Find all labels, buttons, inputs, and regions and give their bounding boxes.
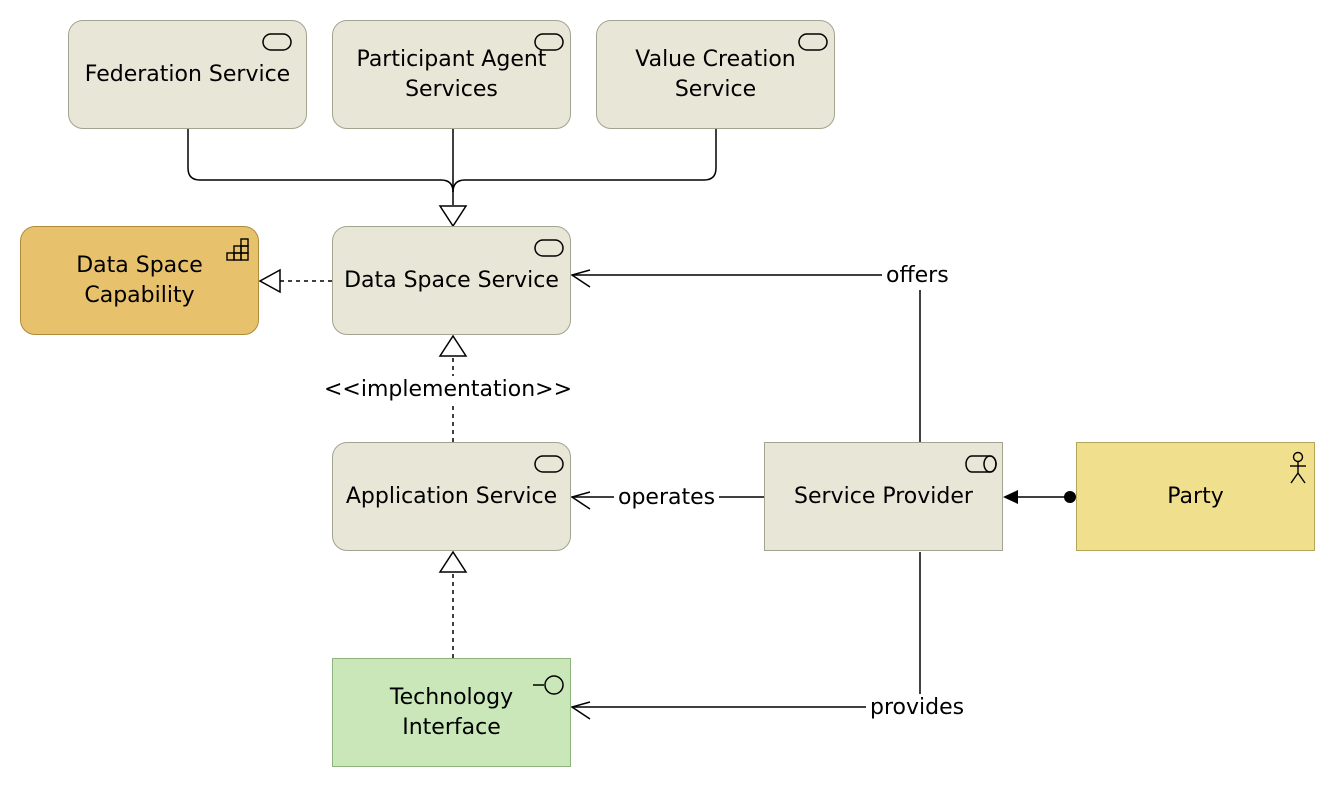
role-icon xyxy=(965,455,997,473)
node-label: Data Space Capability xyxy=(76,252,203,308)
party-node[interactable]: Party xyxy=(1076,442,1315,551)
node-label: Service Provider xyxy=(794,483,973,509)
provides-line xyxy=(572,552,921,708)
service-icon xyxy=(534,455,564,473)
operates-label: operates xyxy=(614,484,720,512)
application-service-node[interactable]: Application Service xyxy=(332,442,571,551)
service-icon xyxy=(534,33,564,51)
node-label: Party xyxy=(1167,483,1224,509)
specialization-line-value-creation xyxy=(452,128,717,193)
realization-arrowhead-capability xyxy=(258,268,281,294)
node-label: Value Creation Service xyxy=(635,46,796,102)
service-icon xyxy=(262,33,292,51)
actor-icon xyxy=(1290,451,1306,484)
service-icon xyxy=(798,33,828,51)
operates-arrow xyxy=(570,491,591,510)
participant-agent-services-node[interactable]: Participant Agent Services xyxy=(332,20,571,129)
specialization-arrowhead xyxy=(438,205,468,228)
implementation-label: <<implementation>> xyxy=(320,376,577,404)
specialization-line-federation xyxy=(187,128,454,193)
assignment-dot xyxy=(1064,491,1076,503)
service-icon xyxy=(534,239,564,257)
offers-label: offers xyxy=(882,262,953,290)
node-label: Data Space Service xyxy=(344,267,559,293)
offers-line xyxy=(572,274,921,442)
provides-label: provides xyxy=(866,694,969,722)
data-space-service-node[interactable]: Data Space Service xyxy=(332,226,571,335)
node-label: Technology Interface xyxy=(389,684,514,740)
data-space-capability-node[interactable]: Data Space Capability xyxy=(20,226,259,335)
federation-service-node[interactable]: Federation Service xyxy=(68,20,307,129)
capability-icon xyxy=(226,238,249,261)
implementation-arrowhead xyxy=(438,334,468,357)
interface-icon xyxy=(533,675,564,695)
realization-arrowhead-interface xyxy=(438,550,468,573)
node-label: Participant Agent Services xyxy=(356,46,547,102)
technology-interface-node[interactable]: Technology Interface xyxy=(332,658,571,767)
offers-arrow xyxy=(570,269,591,288)
node-label: Application Service xyxy=(345,483,558,509)
value-creation-service-node[interactable]: Value Creation Service xyxy=(596,20,835,129)
assignment-arrowhead xyxy=(1003,490,1018,504)
provides-arrow xyxy=(570,701,591,720)
service-provider-node[interactable]: Service Provider xyxy=(764,442,1003,551)
node-label: Federation Service xyxy=(84,61,291,87)
